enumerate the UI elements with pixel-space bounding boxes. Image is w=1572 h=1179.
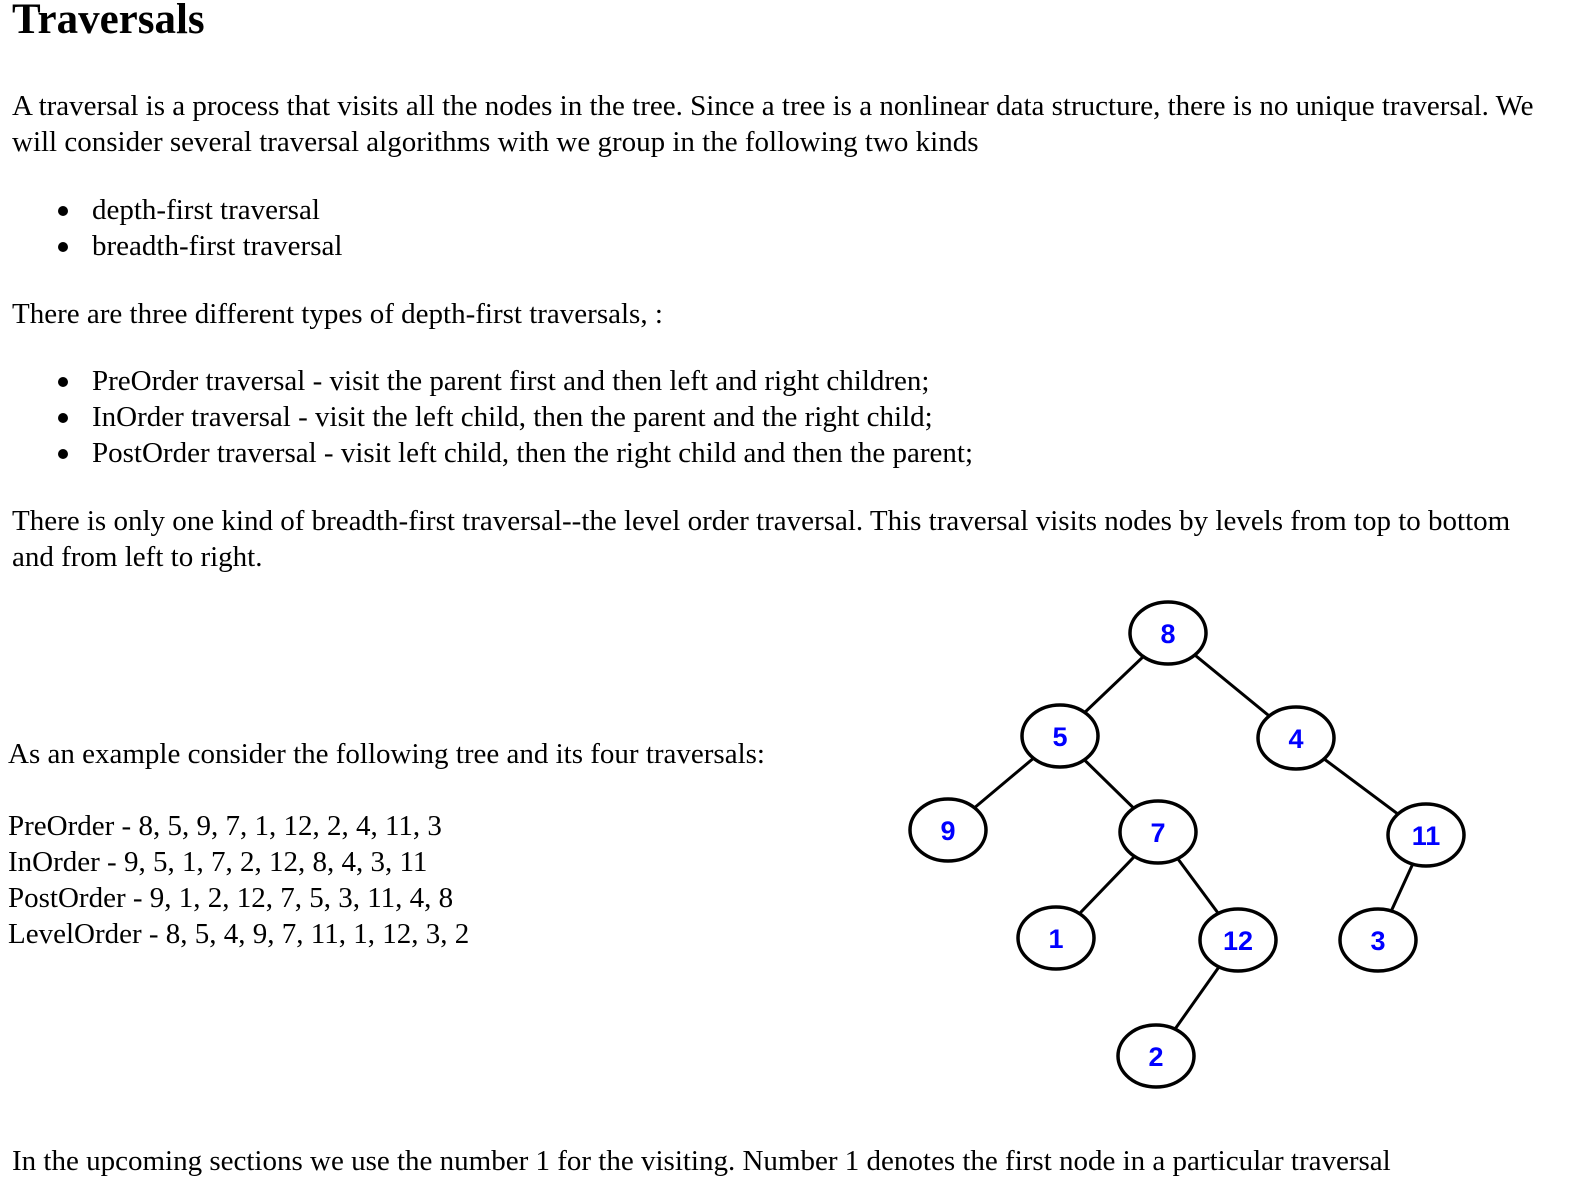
tree-node-label: 7 bbox=[1150, 818, 1165, 848]
tree-node-circle bbox=[1116, 1023, 1196, 1089]
tree-node-label: 1 bbox=[1048, 924, 1063, 954]
breadth-first-paragraph: There is only one kind of breadth-first … bbox=[12, 505, 1511, 573]
bottom-paragraph: In the upcoming sections we use the numb… bbox=[12, 1145, 1391, 1177]
tree-node-7: 7 bbox=[1118, 799, 1198, 865]
tree-node-1: 1 bbox=[1016, 905, 1096, 971]
tree-node-4: 4 bbox=[1256, 705, 1336, 771]
tree-node-circle bbox=[1338, 907, 1418, 973]
list-item: breadth-first traversal bbox=[57, 230, 343, 262]
depth-first-types-list: PreOrder traversal - visit the parent fi… bbox=[12, 363, 973, 471]
example-intro: As an example consider the following tre… bbox=[8, 738, 765, 770]
tree-node-9: 9 bbox=[908, 797, 988, 863]
tree-node-11: 11 bbox=[1386, 802, 1466, 868]
traversal-kinds-list: depth-first traversal breadth-first trav… bbox=[12, 192, 342, 264]
intro-paragraph: A traversal is a process that visits all… bbox=[12, 90, 1534, 158]
tree-node-circle bbox=[908, 797, 988, 863]
tree-node-label: 8 bbox=[1160, 619, 1175, 649]
tree-node-label: 4 bbox=[1288, 724, 1303, 754]
tree-node-12: 12 bbox=[1198, 907, 1278, 973]
tree-node-label: 12 bbox=[1223, 926, 1253, 956]
tree-node-circle bbox=[1020, 703, 1100, 769]
preorder-line: PreOrder - 8, 5, 9, 7, 1, 12, 2, 4, 11, … bbox=[8, 810, 442, 842]
list-item: PostOrder traversal - visit left child, … bbox=[57, 437, 974, 469]
tree-node-circle bbox=[1198, 907, 1278, 973]
tree-node-2: 2 bbox=[1116, 1023, 1196, 1089]
traversal-example: As an example consider the following tre… bbox=[8, 736, 765, 952]
tree-node-label: 2 bbox=[1148, 1042, 1163, 1072]
tree-node-label: 9 bbox=[940, 816, 955, 846]
tree-node-label: 3 bbox=[1370, 926, 1385, 956]
tree-node-label: 5 bbox=[1052, 722, 1067, 752]
list-item: PreOrder traversal - visit the parent fi… bbox=[57, 363, 973, 399]
list-item: InOrder traversal - visit the left child… bbox=[57, 399, 973, 435]
tree-node-5: 5 bbox=[1020, 703, 1100, 769]
tree-node-label: 11 bbox=[1412, 821, 1441, 851]
page-title: Traversals bbox=[12, 0, 205, 43]
depth-first-intro: There are three different types of depth… bbox=[12, 298, 663, 330]
tree-node-circle bbox=[1386, 802, 1466, 868]
tree-node-circle bbox=[1256, 705, 1336, 771]
tree-node-circle bbox=[1128, 600, 1208, 666]
tree-node-3: 3 bbox=[1338, 907, 1418, 973]
tree-node-circle bbox=[1016, 905, 1096, 971]
inorder-line: InOrder - 9, 5, 1, 7, 2, 12, 8, 4, 3, 11 bbox=[8, 846, 428, 878]
postorder-line: PostOrder - 9, 1, 2, 12, 7, 5, 3, 11, 4,… bbox=[8, 882, 454, 914]
tree-node-8: 8 bbox=[1128, 600, 1208, 666]
list-item: depth-first traversal bbox=[57, 192, 342, 228]
tree-node-circle bbox=[1118, 799, 1198, 865]
levelorder-line: LevelOrder - 8, 5, 4, 9, 7, 11, 1, 12, 3… bbox=[8, 918, 470, 950]
